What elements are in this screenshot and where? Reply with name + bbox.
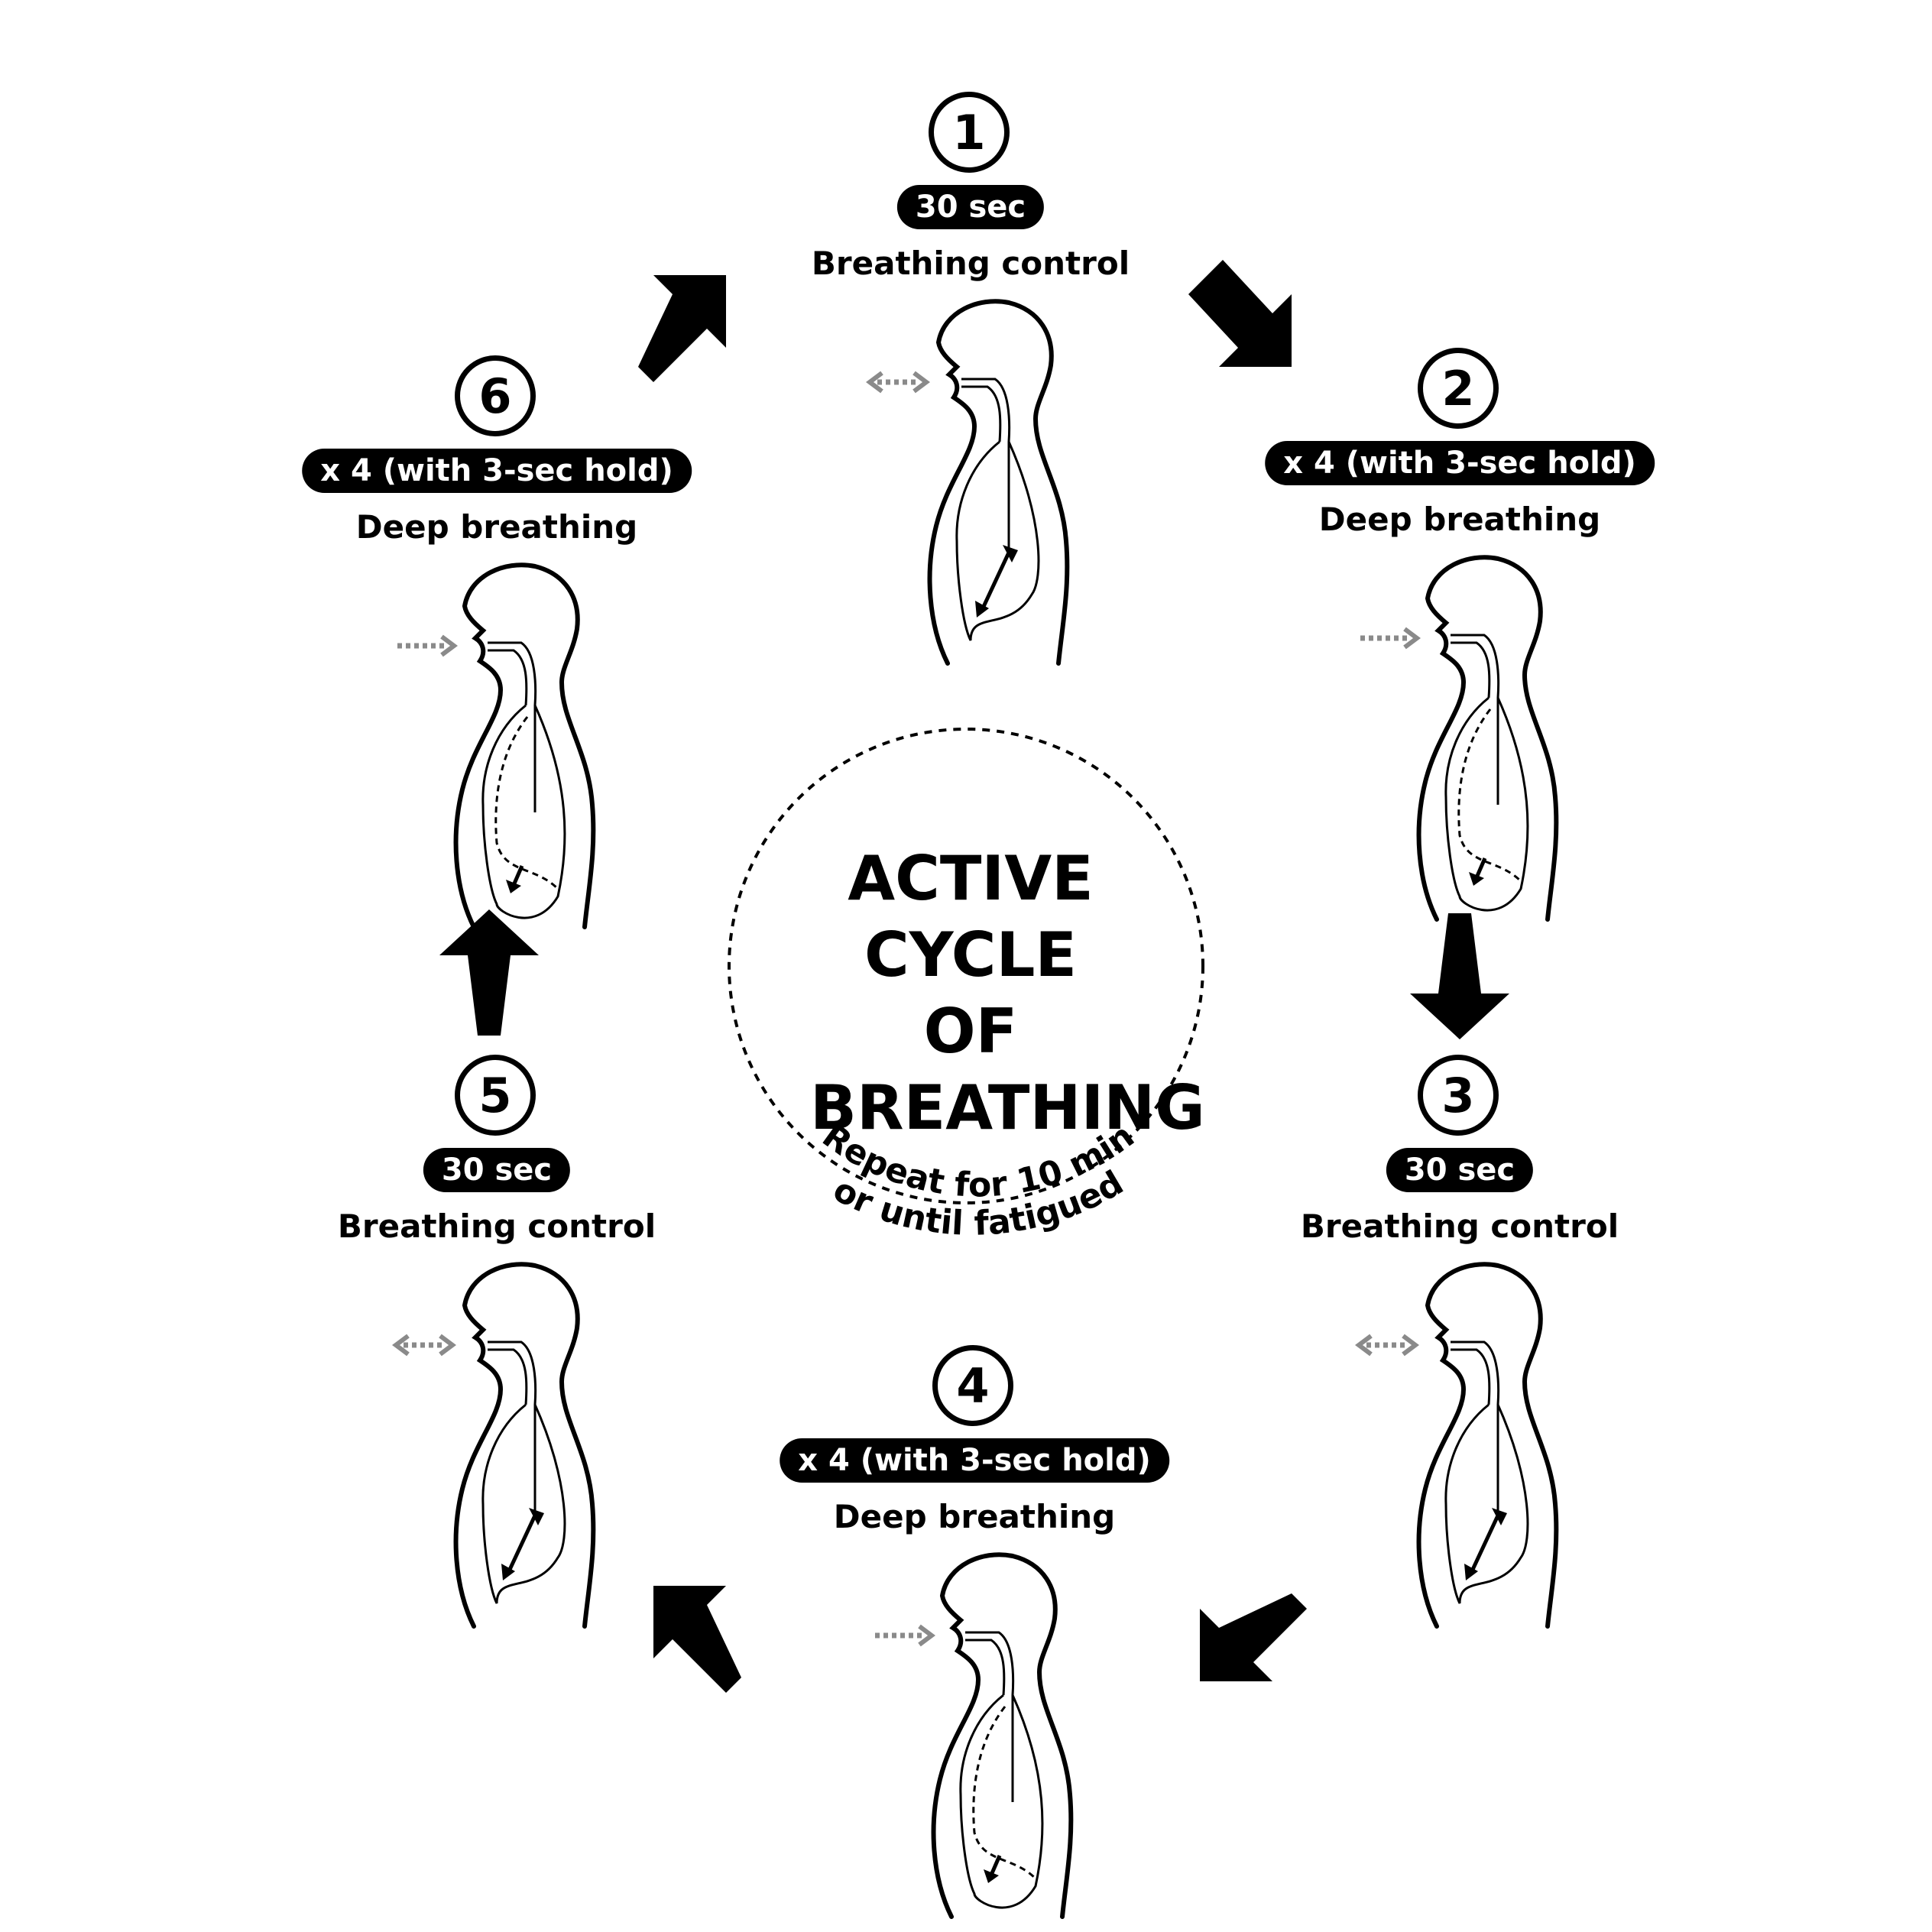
title-line-2: CYCLE OF: [864, 919, 1078, 1067]
breathing-figure-icon: [866, 299, 1070, 666]
body-outline: [931, 1552, 1074, 1919]
step-duration-pill: 30 sec: [896, 185, 1045, 229]
step-duration-pill: 30 sec: [423, 1148, 571, 1192]
step-label: Breathing control: [1300, 1208, 1619, 1245]
step-3: 3 30 sec Breathing control: [1269, 1055, 1651, 1635]
flow-arrow-6-to-1: [638, 275, 726, 382]
flow-arrow-5-to-6: [439, 909, 539, 1036]
step-duration-pill: x 4 (with 3-sec hold): [780, 1438, 1169, 1483]
breathing-figure-icon: [875, 1552, 1074, 1919]
step-duration-pill: x 4 (with 3-sec hold): [1265, 441, 1655, 485]
step-2: 2 x 4 (with 3-sec hold) Deep breathing: [1265, 348, 1655, 929]
flow-arrow-4-to-5: [653, 1586, 741, 1693]
lung-outline: [481, 1403, 566, 1604]
lung-outline: [1444, 696, 1529, 912]
lung-outline: [955, 440, 1040, 641]
step-6: 6 x 4 (with 3-sec hold) Deep breathing: [302, 355, 692, 936]
step-label: Breathing control: [811, 245, 1130, 282]
step-number-badge: 5: [455, 1055, 536, 1136]
body-outline: [927, 299, 1070, 666]
step-label: Deep breathing: [1318, 501, 1601, 538]
breathing-figure-icon: [392, 1262, 596, 1629]
step-label: Breathing control: [337, 1208, 656, 1245]
step-number-badge: 6: [455, 355, 536, 436]
lung-outline: [481, 704, 566, 919]
breathing-figure-icon: [1360, 555, 1559, 922]
flow-arrow-1-to-2: [1188, 260, 1292, 367]
step-1: 1 30 sec Breathing control: [780, 92, 1162, 673]
step-duration-pill: x 4 (with 3-sec hold): [302, 449, 692, 493]
step-label: Deep breathing: [355, 508, 638, 546]
flow-arrow-2-to-3: [1410, 913, 1509, 1039]
body-outline: [1416, 1262, 1559, 1629]
step-number-badge: 3: [1418, 1055, 1499, 1136]
body-outline: [453, 562, 596, 929]
step-number-badge: 2: [1418, 348, 1499, 429]
breathing-figure-icon: [397, 562, 596, 929]
step-label: Deep breathing: [833, 1498, 1116, 1535]
breathing-figure-icon: [1355, 1262, 1559, 1629]
body-outline: [1416, 555, 1559, 922]
step-duration-pill: 30 sec: [1386, 1148, 1534, 1192]
step-5: 5 30 sec Breathing control: [306, 1055, 688, 1635]
step-number-badge: 4: [932, 1345, 1013, 1426]
lung-outline: [1444, 1403, 1529, 1604]
flow-arrow-3-to-4: [1200, 1593, 1307, 1681]
lung-outline: [959, 1694, 1044, 1909]
step-number-badge: 1: [929, 92, 1010, 173]
step-4: 4 x 4 (with 3-sec hold) Deep breathing: [780, 1345, 1169, 1926]
body-outline: [453, 1262, 596, 1629]
title-line-1: ACTIVE: [848, 843, 1094, 914]
